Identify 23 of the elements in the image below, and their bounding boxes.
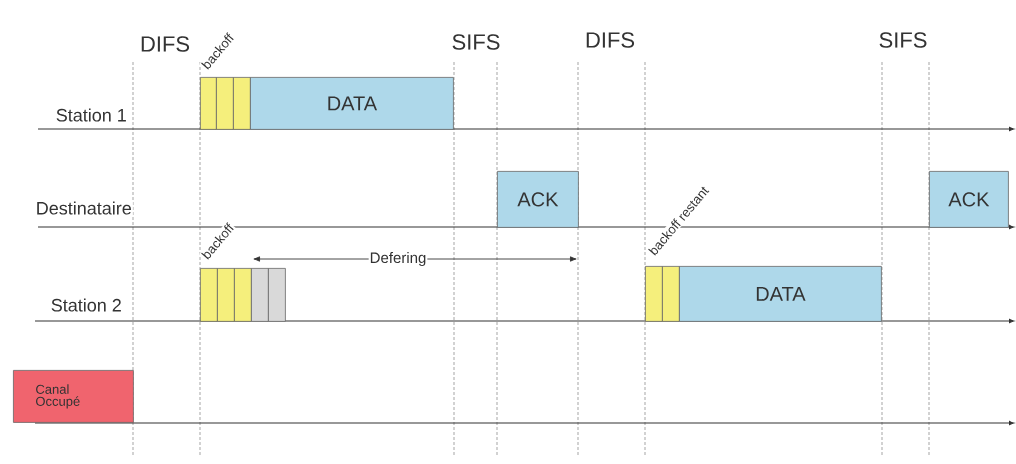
backoff-slot	[251, 268, 269, 322]
backoff-slot	[234, 268, 252, 322]
backoff-slot	[645, 266, 663, 322]
station-label: Station 1	[54, 107, 128, 123]
ack-frame: ACK	[497, 171, 579, 228]
backoff-slot	[268, 268, 286, 322]
interval-label: DIFS	[583, 31, 637, 49]
backoff-slot	[216, 77, 234, 130]
data-frame: DATA	[250, 77, 454, 130]
interval-label: DIFS	[138, 35, 192, 53]
busy-channel-box: Canal Occupé	[13, 370, 134, 423]
interval-label: SIFS	[450, 33, 502, 51]
interval-label: SIFS	[877, 31, 929, 49]
duration-label: Defering	[368, 251, 428, 267]
station-label: Destinataire	[34, 200, 133, 216]
backoff-slot	[233, 77, 251, 130]
backoff-slot	[217, 268, 235, 322]
ack-frame: ACK	[929, 171, 1009, 228]
backoff-slot	[662, 266, 680, 322]
station-label: Station 2	[49, 297, 123, 313]
backoff-slot	[200, 268, 218, 322]
backoff-slot	[200, 77, 217, 130]
data-frame: DATA	[679, 266, 882, 322]
